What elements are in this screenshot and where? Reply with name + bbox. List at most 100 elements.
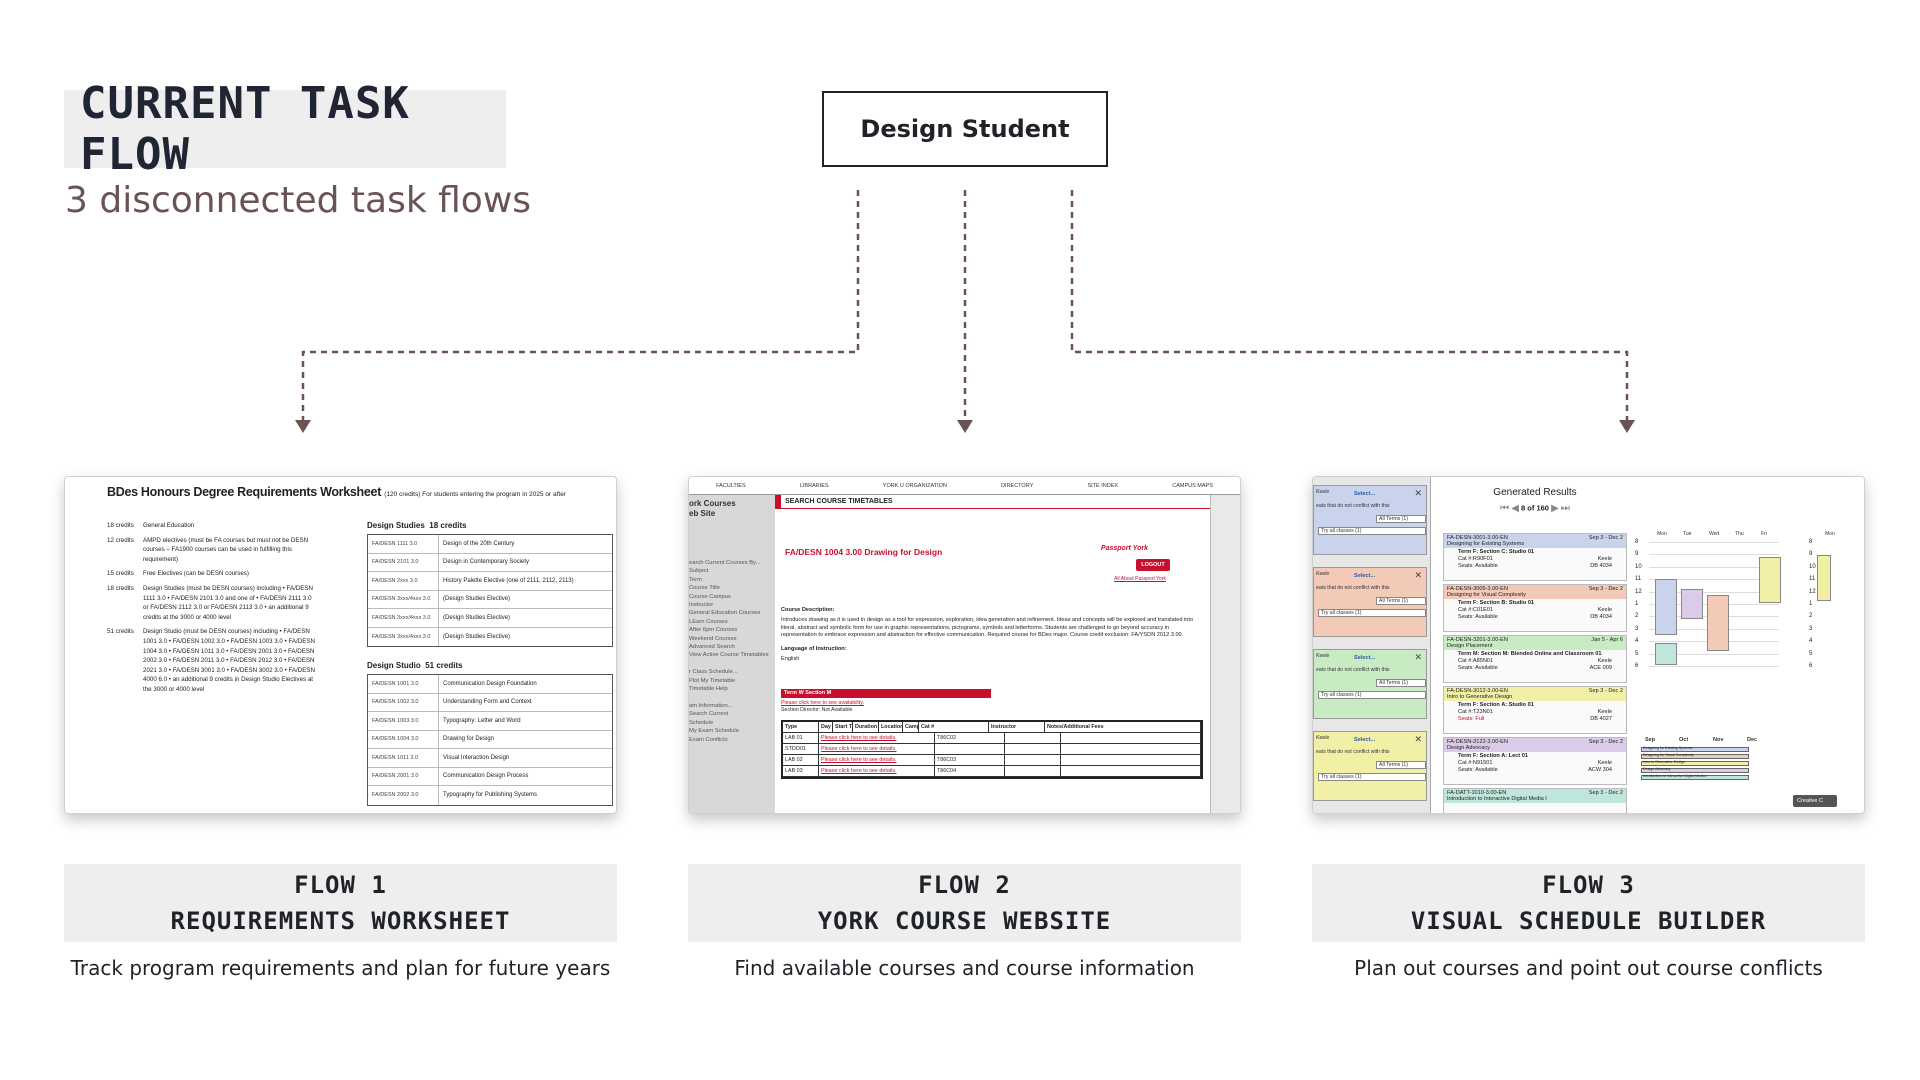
york-row-details-link[interactable]: Please click here to see details. [819, 744, 935, 754]
filter-select-link[interactable]: Select... [1354, 737, 1376, 743]
york-sidebar-link[interactable]: General Education Courses [689, 610, 761, 617]
york-sidebar-link[interactable]: Course Campus [689, 593, 731, 600]
york-logout-button[interactable]: LOGOUT [1136, 559, 1170, 571]
york-sidebar-link[interactable]: My Exam Schedule [689, 728, 739, 735]
york-sidebar-link[interactable]: Exam Conflicts [689, 736, 728, 743]
york-sidebar-link[interactable]: Plot My Timetable [689, 677, 736, 684]
filter-select-link[interactable]: Select... [1354, 573, 1376, 579]
york-sidebar-link[interactable]: Course Title [689, 585, 720, 592]
calendar-hour-label: 11 [1635, 576, 1642, 583]
course-code: FA/DESN 1004 3.0 [372, 736, 419, 743]
york-row-details-link[interactable]: Please click here to see details. [819, 766, 935, 776]
york-nav-item[interactable]: CAMPUS MAPS [1172, 482, 1213, 489]
york-nav-item[interactable]: SITE INDEX [1087, 482, 1119, 489]
york-sidebar-link[interactable]: View Active Course Timetables [689, 652, 769, 659]
course-name: Design Placement [1447, 643, 1493, 649]
york-sidebar-link[interactable]: am Information... [689, 702, 733, 709]
flow-1-label-box: FLOW 1 REQUIREMENTS WORKSHEET [64, 864, 617, 942]
york-sidebar-link[interactable]: Instructor [689, 602, 714, 609]
course-code: FA-DESN-3012-3.00-EN [1447, 688, 1508, 694]
calendar-hour-label: 8 [1809, 539, 1813, 545]
york-sidebar-link[interactable]: After 6pm Courses [689, 627, 738, 634]
york-sidebar-link[interactable]: r Class Schedule... [689, 669, 738, 676]
york-sidebar-link[interactable] [689, 693, 775, 701]
york-sidebar-link[interactable]: Subject [689, 568, 709, 575]
close-icon[interactable]: ✕ [1414, 488, 1422, 498]
requirement-credits: 51 credits [107, 628, 134, 636]
calendar-event[interactable] [1817, 555, 1831, 601]
york-scrollbar[interactable] [1210, 495, 1240, 813]
course-code: FA/DESN 3xxx/4xxx 3.0 [372, 596, 431, 603]
york-row-cat [935, 744, 1005, 754]
first-page-icon[interactable]: ⏮ [1500, 503, 1510, 514]
course-campus: Keele [1597, 658, 1612, 664]
close-icon[interactable]: ✕ [1414, 652, 1422, 662]
course-seats: Seats: Full [1458, 716, 1485, 722]
york-sidebar-link[interactable]: Advanced Search [689, 644, 735, 651]
calendar-event[interactable] [1759, 557, 1781, 603]
york-about-link[interactable]: All About Passport York [1114, 576, 1166, 582]
arrowhead-flow-3 [1619, 420, 1635, 433]
close-icon[interactable]: ✕ [1414, 570, 1422, 580]
close-icon[interactable]: ✕ [1414, 734, 1422, 744]
york-nav-item[interactable]: DIRECTORY [1001, 482, 1034, 489]
york-course-description: Course Description: Introduces drawing a… [781, 607, 1201, 663]
filter-select-link[interactable]: Select... [1354, 491, 1376, 497]
york-sidebar-link[interactable]: Timetable Help [689, 686, 728, 693]
calendar-event[interactable] [1707, 595, 1729, 651]
york-row-details-link[interactable]: Please click here to see details. [819, 755, 935, 765]
york-sidebar-link[interactable]: LEarn Courses [689, 618, 728, 625]
filter-select-link[interactable]: Select... [1354, 655, 1376, 661]
try-all-select[interactable]: Try all classes (1) [1318, 609, 1426, 617]
course-section: Term M: Section M: Blended Online and Cl… [1458, 651, 1602, 657]
next-page-icon[interactable]: ▶ [1551, 503, 1559, 514]
creative-badge[interactable]: Creative C [1793, 795, 1837, 807]
calendar-grid-line [1649, 591, 1779, 593]
york-nav-item[interactable]: FACULTIES [716, 482, 746, 489]
try-all-select[interactable]: Try all classes (1) [1318, 527, 1426, 535]
all-terms-select[interactable]: All Terms (1) [1376, 761, 1426, 769]
york-sidebar-link[interactable]: Term [689, 576, 702, 583]
try-all-select[interactable]: Try all classes (1) [1318, 691, 1426, 699]
all-terms-select[interactable]: All Terms (1) [1376, 679, 1426, 687]
prev-page-icon[interactable]: ◀ [1511, 503, 1519, 514]
york-nav-item[interactable]: LIBRARIES [799, 482, 829, 489]
all-terms-select[interactable]: All Terms (1) [1376, 515, 1426, 523]
calendar-event[interactable] [1655, 643, 1677, 665]
all-terms-select[interactable]: All Terms (1) [1376, 597, 1426, 605]
york-sidebar-link[interactable]: earch Current Courses By... [689, 560, 761, 566]
requirement-credits: 12 credits [107, 536, 134, 544]
design-studio-heading-text: Design Studio [367, 661, 421, 670]
course-code: FA-DATT-1010-3.00-EN [1447, 790, 1507, 796]
york-sidebar-link[interactable]: Weekend Courses [689, 635, 737, 642]
york-sidebar-link[interactable]: Schedule [689, 719, 714, 726]
york-sidebar-link[interactable] [689, 660, 775, 668]
root-node-box: Design Student [822, 91, 1108, 167]
york-availability-link[interactable]: Please click here to see availability. [781, 700, 864, 706]
last-page-icon[interactable]: ⏭ [1560, 503, 1570, 514]
calendar-event[interactable] [1655, 579, 1677, 635]
try-all-select[interactable]: Try all classes (1) [1318, 773, 1426, 781]
calendar-event[interactable] [1681, 589, 1703, 619]
timeline-bar [1641, 761, 1749, 766]
york-row-details-link[interactable]: Please click here to see details. [819, 733, 935, 743]
york-sidebar-link[interactable]: Search Current [689, 711, 729, 718]
york-nav-item[interactable]: YORK U ORGANIZATION [882, 482, 947, 489]
